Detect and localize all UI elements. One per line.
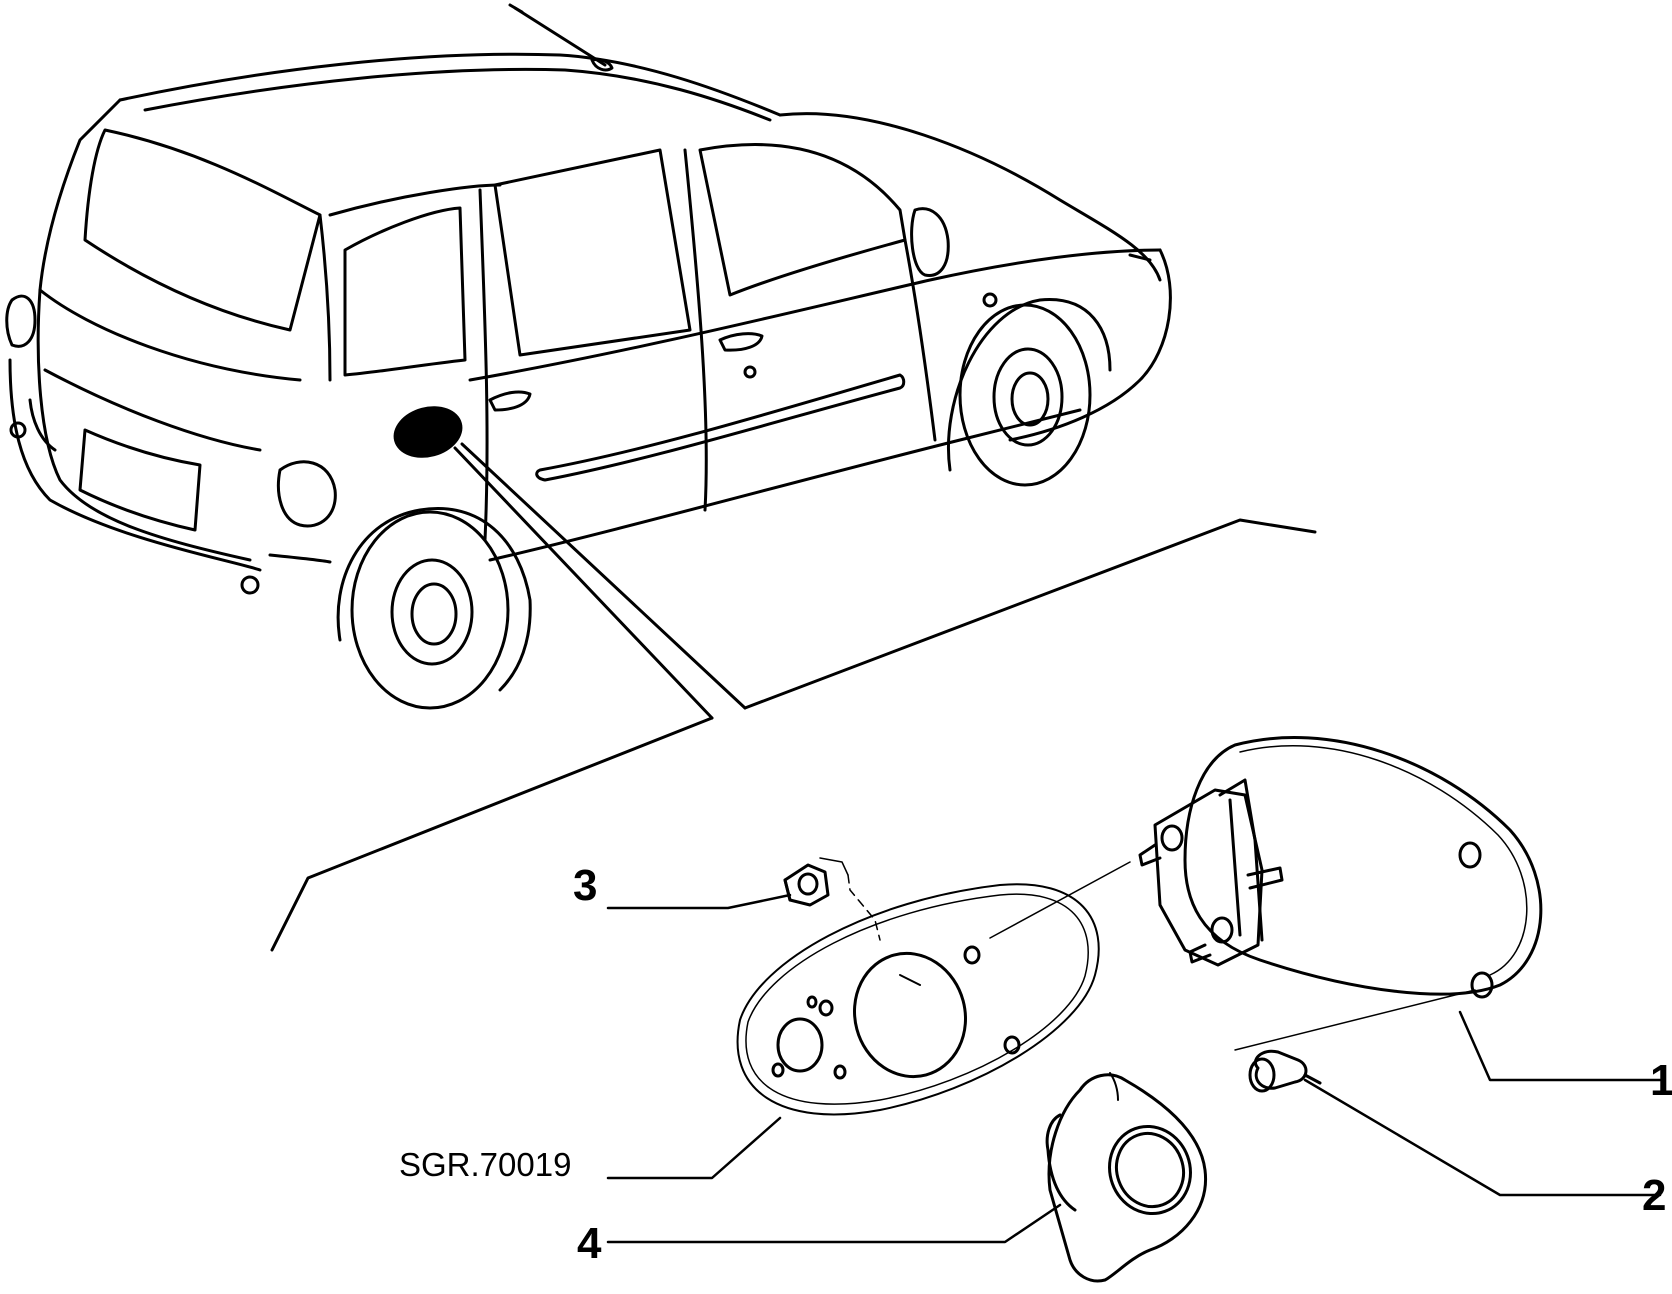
- callout-4: 4: [577, 1219, 602, 1268]
- detail-leader-lines: [270, 442, 1317, 952]
- part-3-nut: [606, 857, 881, 941]
- fuel-flap-location-marker: [393, 406, 463, 458]
- car-body: [5, 3, 1172, 710]
- reference-code: SGR.70019: [399, 1146, 571, 1183]
- callout-1: 1: [1650, 1056, 1672, 1105]
- callout-2: 2: [1642, 1171, 1666, 1220]
- part-2-rubber-buffer: [1248, 1049, 1662, 1197]
- callout-labels: 1 2 3 4 SGR.70019: [399, 861, 1672, 1268]
- part-1-fuel-flap-door: [1138, 736, 1662, 1082]
- callout-3: 3: [573, 861, 597, 910]
- part-4-filler-housing: [606, 861, 1131, 1180]
- filler-neck-seat: [606, 1072, 1208, 1283]
- car-illustration: [5, 3, 1317, 952]
